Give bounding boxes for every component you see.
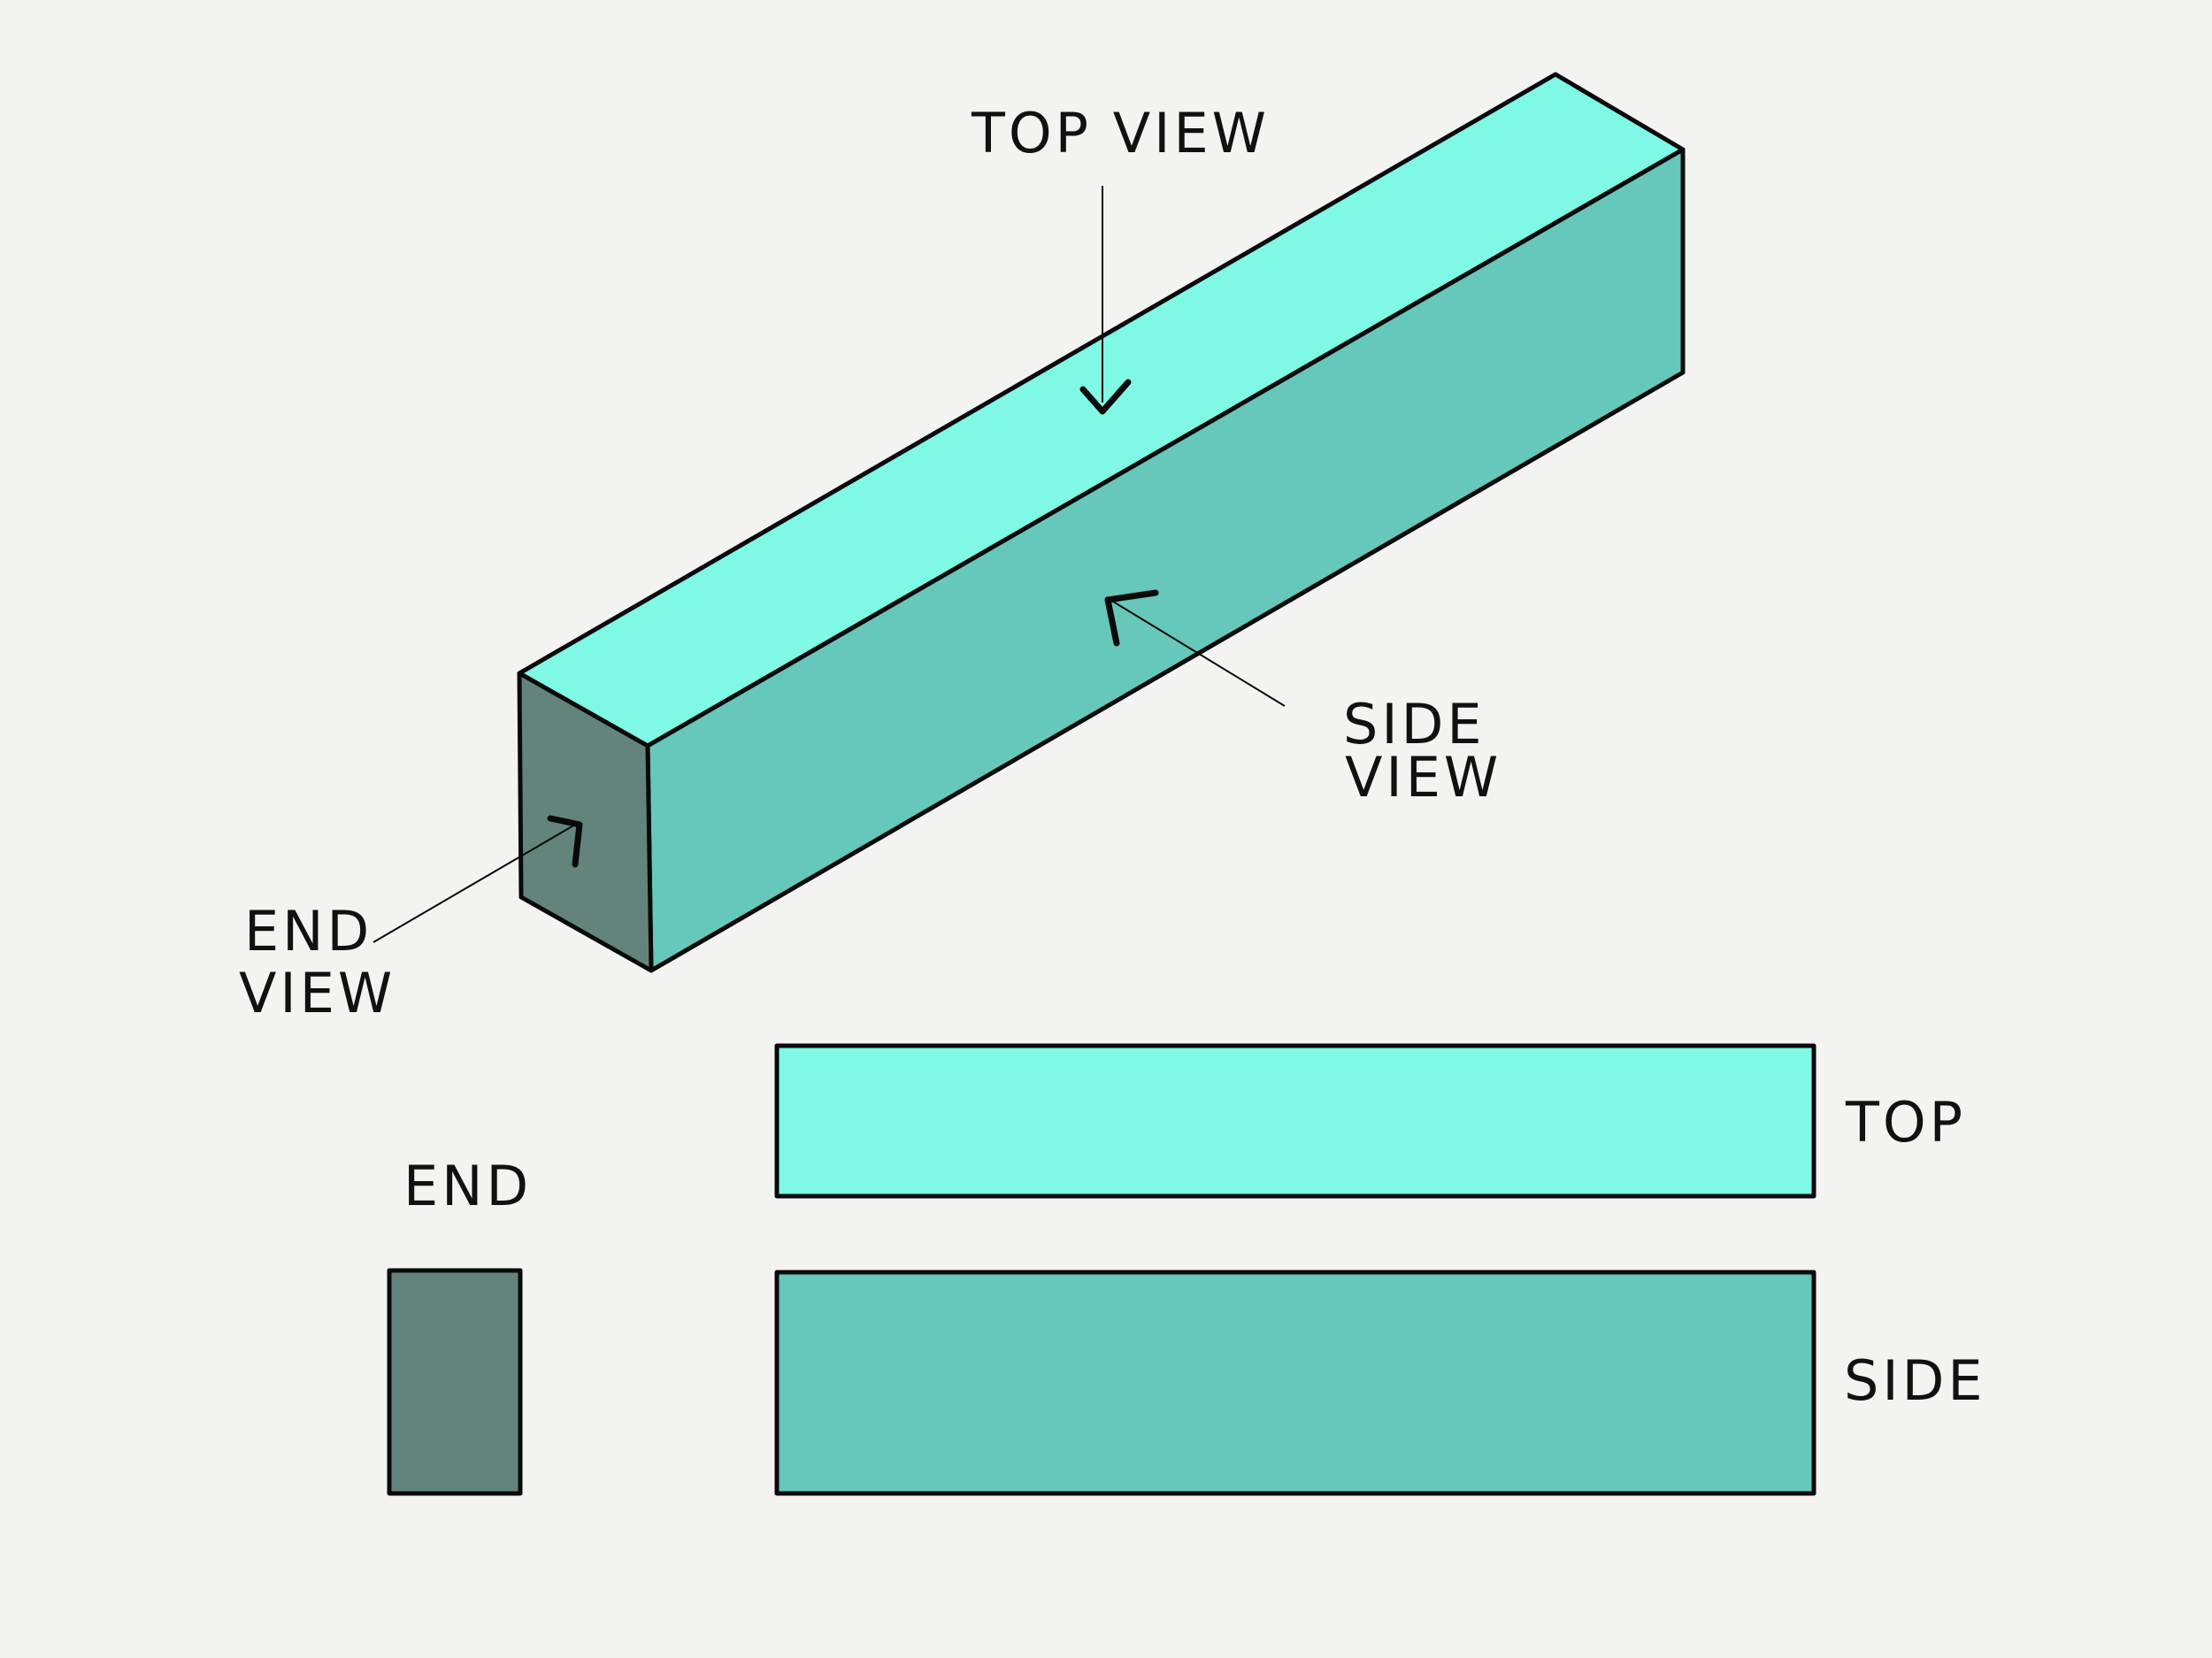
side-view-label-line2: VIEW — [1345, 745, 1502, 810]
end-view-label-line2: VIEW — [239, 961, 396, 1025]
top-view-arrow — [1079, 186, 1132, 415]
side-projection-label: SIDE — [1844, 1348, 1986, 1413]
top-view-label: TOP VIEW — [971, 101, 1270, 165]
end-view-label-line1: END — [244, 899, 373, 963]
top-projection-label: TOP — [1845, 1090, 1966, 1155]
side-projection-rect — [774, 1270, 1816, 1496]
beam-end-face — [517, 671, 654, 973]
end-view-arrow — [373, 815, 583, 943]
top-projection-rect — [774, 1043, 1816, 1199]
end-projection-label: END — [403, 1154, 532, 1218]
orthographic-projections — [387, 1043, 1816, 1496]
side-view-arrow — [1104, 589, 1286, 707]
isometric-beam — [517, 72, 1686, 973]
end-projection-rect — [387, 1268, 523, 1496]
side-view-label-line1: SIDE — [1343, 692, 1486, 756]
